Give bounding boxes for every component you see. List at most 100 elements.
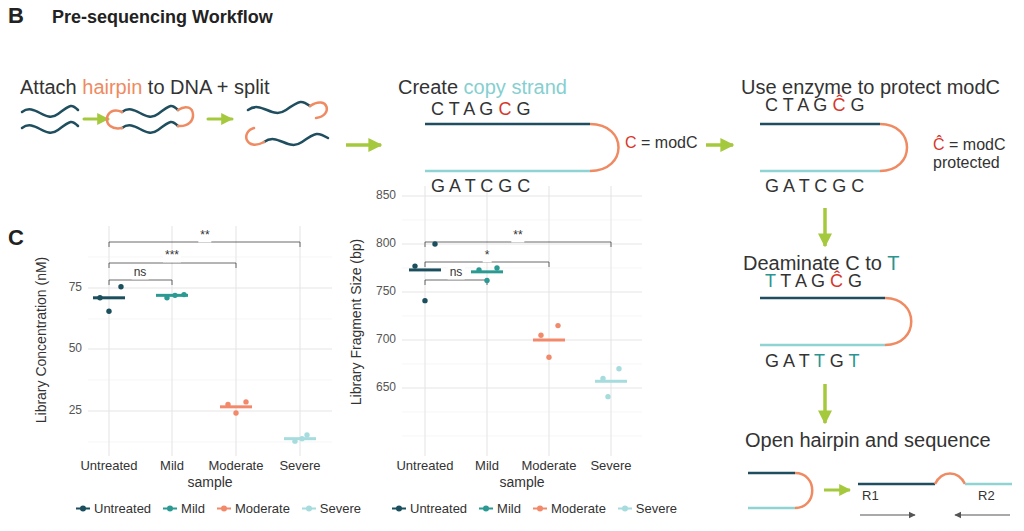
dot-plot <box>88 226 332 456</box>
figure-title: Pre-sequencing Workflow <box>52 7 273 28</box>
axis-title: Library Fragment Size (bp) <box>349 239 364 406</box>
text-run: ** <box>200 228 209 242</box>
legend-item: Untreated <box>76 501 151 516</box>
grid-line <box>88 319 332 320</box>
text-run: Severe <box>636 501 677 516</box>
text-run: Library Fragment Size (bp) <box>348 239 364 406</box>
original-strand <box>858 483 935 486</box>
grid-line <box>402 316 642 317</box>
legend-item: Moderate <box>533 501 606 516</box>
dna-strand <box>22 106 78 117</box>
grid-line <box>548 186 549 456</box>
copy-strand <box>760 344 885 347</box>
grid-line <box>402 412 642 413</box>
text-run: 800 <box>376 236 396 250</box>
data-point <box>243 399 248 404</box>
text-run: Ĉ <box>933 136 945 153</box>
swatch-dot <box>306 505 312 511</box>
sequence: G A T C G C <box>765 176 864 197</box>
legend-swatch <box>163 503 177 513</box>
original-strand <box>748 472 795 475</box>
text-run: ns <box>134 265 147 279</box>
text-run: Untreated <box>80 458 137 473</box>
panel-label: C <box>8 226 24 250</box>
text-run: G A T C G C <box>431 176 530 196</box>
grid-line <box>402 220 642 221</box>
text-run: 75 <box>69 280 82 294</box>
legend-note: Ĉ = modC protected <box>933 136 1017 173</box>
significance-mark: ** <box>511 229 524 242</box>
hairpin <box>885 298 911 345</box>
legend-swatch <box>392 503 406 513</box>
copy-strand <box>760 170 880 173</box>
legend-item: Moderate <box>217 501 290 516</box>
legend-text: Moderate <box>551 501 606 516</box>
grid-line <box>402 436 642 437</box>
sequence: C T A G C G <box>431 99 530 120</box>
significance-mark: ns <box>132 266 149 279</box>
grid-line <box>235 226 236 456</box>
legend-note: C = modC <box>625 134 697 152</box>
significance-mark: ns <box>448 266 465 279</box>
tick-label: 50 <box>69 342 82 355</box>
text-run: G A T C G C <box>765 176 864 196</box>
data-point <box>412 263 417 268</box>
hairpin <box>310 102 327 118</box>
category-label: Severe <box>279 459 320 473</box>
text-run: Untreated <box>410 501 467 516</box>
text-run: hairpin <box>82 76 142 98</box>
legend-swatch <box>302 503 316 513</box>
text-run: T A G <box>776 271 830 291</box>
legend-swatch <box>217 503 231 513</box>
text-run: Mild <box>497 501 521 516</box>
text-run: to DNA + split <box>142 76 269 98</box>
text-run: ** <box>513 228 522 242</box>
dna-strand <box>22 122 78 133</box>
significance-bracket <box>109 263 236 268</box>
text-run: Mild <box>160 458 184 473</box>
grid-line <box>402 291 642 292</box>
text-run: Moderate <box>235 501 290 516</box>
data-point <box>164 295 169 300</box>
text-run: sample <box>499 474 544 490</box>
copy-strand <box>425 170 590 173</box>
sequence: C T A G Ĉ G <box>765 95 864 116</box>
significance-bracket <box>425 242 611 247</box>
legend-text: Moderate <box>235 501 290 516</box>
tick-label: 75 <box>69 281 82 294</box>
axis-title: sample <box>187 475 232 490</box>
data-point <box>616 366 621 371</box>
text-run: 50 <box>69 341 82 355</box>
step-heading: Attach hairpin to DNA + split <box>20 76 270 99</box>
text-run: G A T <box>765 351 814 371</box>
grid-line <box>424 186 425 456</box>
grid-line <box>402 387 642 388</box>
hairpin <box>935 474 965 485</box>
grid-line <box>610 186 611 456</box>
data-point <box>538 333 543 338</box>
strand-illustration <box>425 124 619 171</box>
hairpin <box>880 124 907 171</box>
legend-text: Severe <box>636 501 677 516</box>
significance-bracket <box>109 242 300 247</box>
step-arrow <box>706 143 733 147</box>
text-run: 25 <box>69 403 82 417</box>
dna-strand <box>122 106 178 117</box>
step-heading: Open hairpin and sequence <box>745 429 991 452</box>
step-arrow <box>823 384 827 423</box>
text-run: 650 <box>376 380 396 394</box>
text-run: Severe <box>590 458 631 473</box>
workflow-step: Create copy strandC T A G C GG A T C G C… <box>383 72 705 200</box>
text-run: copy strand <box>464 76 567 98</box>
text-run: = modC protected <box>933 136 1005 171</box>
data-point <box>292 438 297 443</box>
data-point <box>600 376 605 381</box>
text-run: C T A G <box>765 95 832 115</box>
strand-illustration <box>748 473 1012 515</box>
legend-item: Untreated <box>392 501 467 516</box>
data-point <box>476 267 481 272</box>
category-label: Mild <box>475 459 499 473</box>
text-run: Ĉ <box>830 271 843 291</box>
